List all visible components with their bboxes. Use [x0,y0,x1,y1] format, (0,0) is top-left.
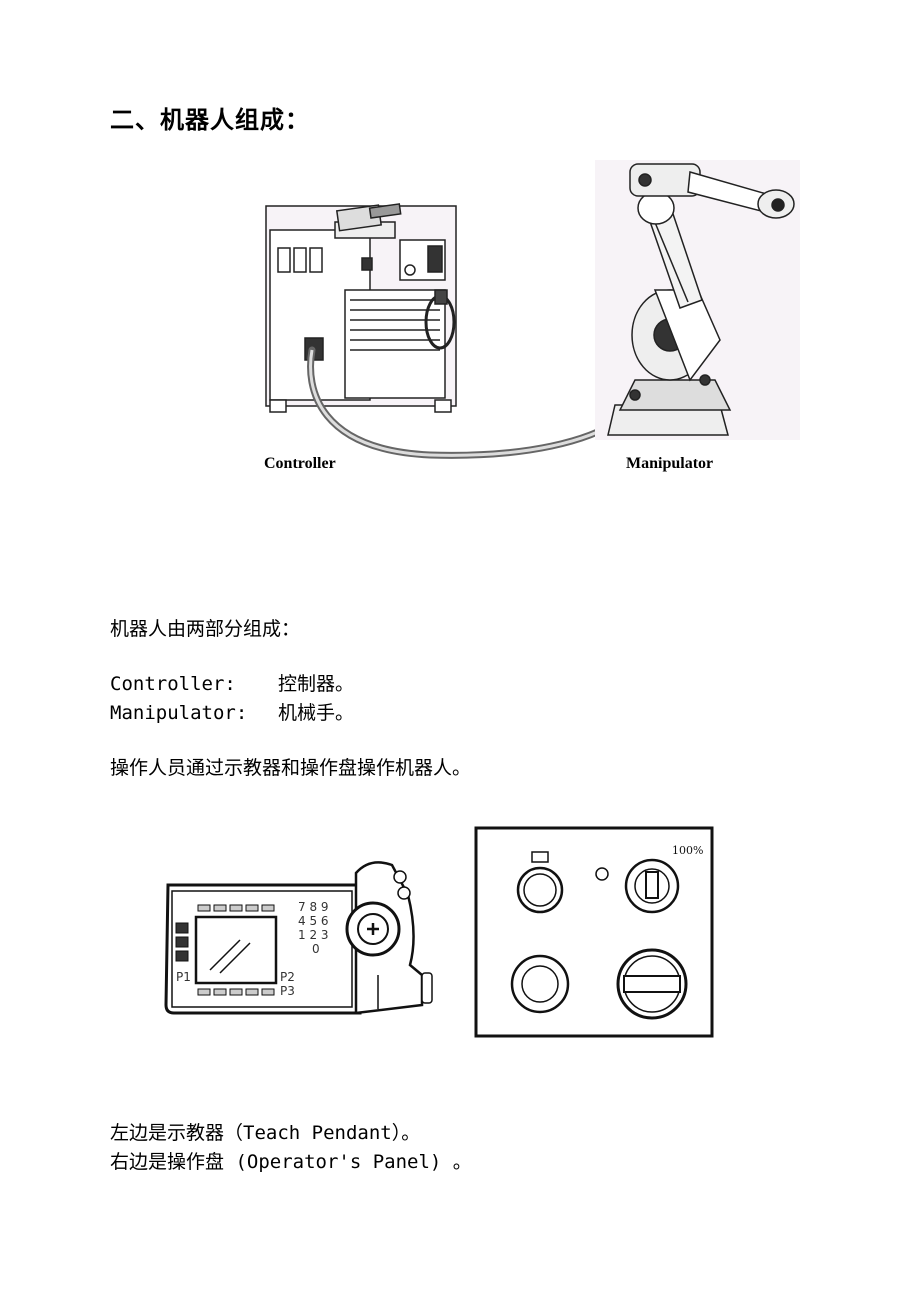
definition-manipulator: Manipulator: 机械手。 [110,698,354,725]
manipulator-caption: Manipulator [626,455,713,472]
motors-on-button [516,851,564,914]
pendant-keys-row4: 0 [312,942,320,956]
pendant-key-p1: P1 [176,970,191,984]
definition-meaning: 控制器。 [278,673,355,695]
manipulator-illustration [595,160,800,440]
operation-text: 操作人员通过示教器和操作盘操作机器人。 [110,757,472,779]
robot-system-figure: Controller Manipulator [264,160,800,472]
definition-term: Controller: [110,673,236,695]
operators-panel-figure: 100% [474,826,714,1038]
caption-right-panel: 右边是操作盘 (Operator's Panel) 。 [110,1151,472,1173]
mode-selector-switch [595,858,680,914]
pendant-key-p2: P2 [280,970,295,984]
intro-text: 机器人由两部分组成： [110,618,301,640]
pendant-keys-row1: 7 8 9 [298,900,329,914]
teach-pendant-figure: 7 8 9 4 5 6 1 2 3 0 P1 P2 P3 [164,861,433,1015]
pendant-keys-row3: 1 2 3 [298,928,329,942]
section-heading: 二、机器人组成： [110,106,310,134]
emergency-stop-button [510,954,570,1014]
controller-caption: Controller [264,455,336,472]
duty-time-counter [616,948,688,1020]
definition-meaning: 机械手。 [278,702,355,724]
caption-left-pendant: 左边是示教器（Teach Pendant）。 [110,1122,421,1144]
definition-term: Manipulator: [110,702,248,724]
pendant-key-p3: P3 [280,984,295,998]
pendant-keys-row2: 4 5 6 [298,914,329,928]
definition-controller: Controller: 控制器。 [110,669,354,696]
controller-illustration [265,203,457,413]
panel-speed-label: 100% [672,844,703,857]
